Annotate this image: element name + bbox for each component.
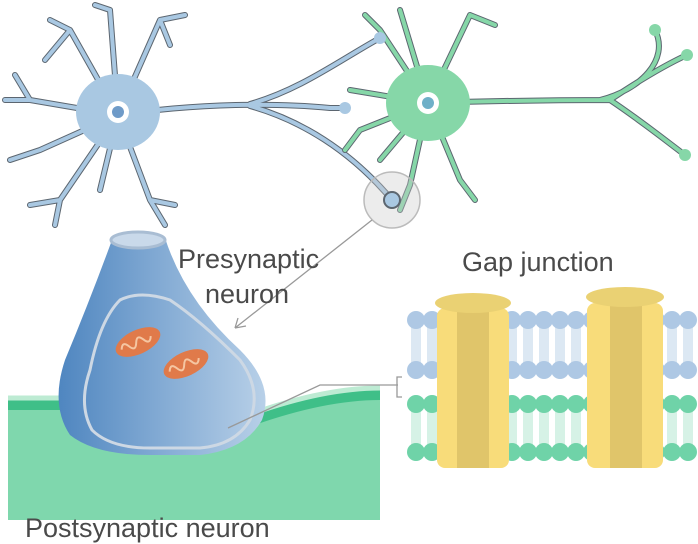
lipid-head (423, 361, 441, 379)
postsynaptic-label: Postsynaptic neuron (25, 513, 270, 543)
lipid-tail (683, 404, 693, 452)
nucleolus (422, 97, 434, 109)
lipid-tail (523, 320, 533, 370)
connexon-channel (586, 287, 664, 468)
lipid-tail (667, 404, 677, 452)
presynaptic-label-line1: Presynaptic (178, 244, 320, 274)
lipid-head (679, 443, 697, 461)
lipid-tail (523, 404, 533, 452)
lipid-head (551, 395, 569, 413)
axon-terminals (339, 24, 693, 161)
lipid-head (567, 361, 585, 379)
lipid-tail (571, 320, 581, 370)
lipid-head (535, 395, 553, 413)
lipid-head (679, 361, 697, 379)
lipid-head (519, 361, 537, 379)
lipid-head (423, 443, 441, 461)
lipid-head (551, 443, 569, 461)
gap-pointer-line (227, 384, 398, 429)
lipid-head (663, 361, 681, 379)
lipid-tail (539, 320, 549, 370)
lipid-tail (539, 404, 549, 452)
connexon-channel (435, 293, 511, 468)
lipid-head (519, 395, 537, 413)
lipid-tail (507, 404, 517, 452)
lipid-head (519, 311, 537, 329)
lipid-head (567, 311, 585, 329)
lipid-head (407, 311, 425, 329)
lipid-head (423, 311, 441, 329)
lipid-head (519, 443, 537, 461)
lipid-tail (571, 404, 581, 452)
pointer-arrow (234, 219, 373, 329)
lipid-tail (427, 320, 437, 370)
lipid-tail (555, 320, 565, 370)
lipid-head (567, 395, 585, 413)
lipid-head (551, 361, 569, 379)
lipid-tail (507, 320, 517, 370)
terminal-inner-membrane (83, 293, 256, 450)
lipid-head (567, 443, 585, 461)
lipid-head (407, 395, 425, 413)
mitochondrion (115, 327, 161, 357)
lipid-head (535, 311, 553, 329)
lipid-head (663, 311, 681, 329)
mitochondrion (163, 349, 209, 379)
nucleolus (112, 106, 124, 118)
lipid-tail (427, 404, 437, 452)
gap-junction-label: Gap junction (462, 247, 614, 277)
gap-bracket (396, 376, 402, 398)
lipid-head (407, 443, 425, 461)
lipid-head (679, 395, 697, 413)
lipid-head (535, 361, 553, 379)
lipid-tail (411, 320, 421, 370)
lipid-tail (667, 320, 677, 370)
presynaptic-terminal (58, 238, 266, 455)
presynaptic-label-line2: neuron (205, 279, 290, 309)
lipid-head (551, 311, 569, 329)
terminal-opening (109, 230, 167, 250)
presynaptic-neuron-fill (5, 5, 392, 225)
lipid-head (663, 443, 681, 461)
lipid-head (535, 443, 553, 461)
lipid-head (679, 311, 697, 329)
lipid-tail (411, 404, 421, 452)
lipid-tail (555, 404, 565, 452)
lipid-tail (683, 320, 693, 370)
lipid-head (663, 395, 681, 413)
lipid-head (407, 361, 425, 379)
synapse-spot (383, 191, 401, 209)
lipid-head (423, 395, 441, 413)
